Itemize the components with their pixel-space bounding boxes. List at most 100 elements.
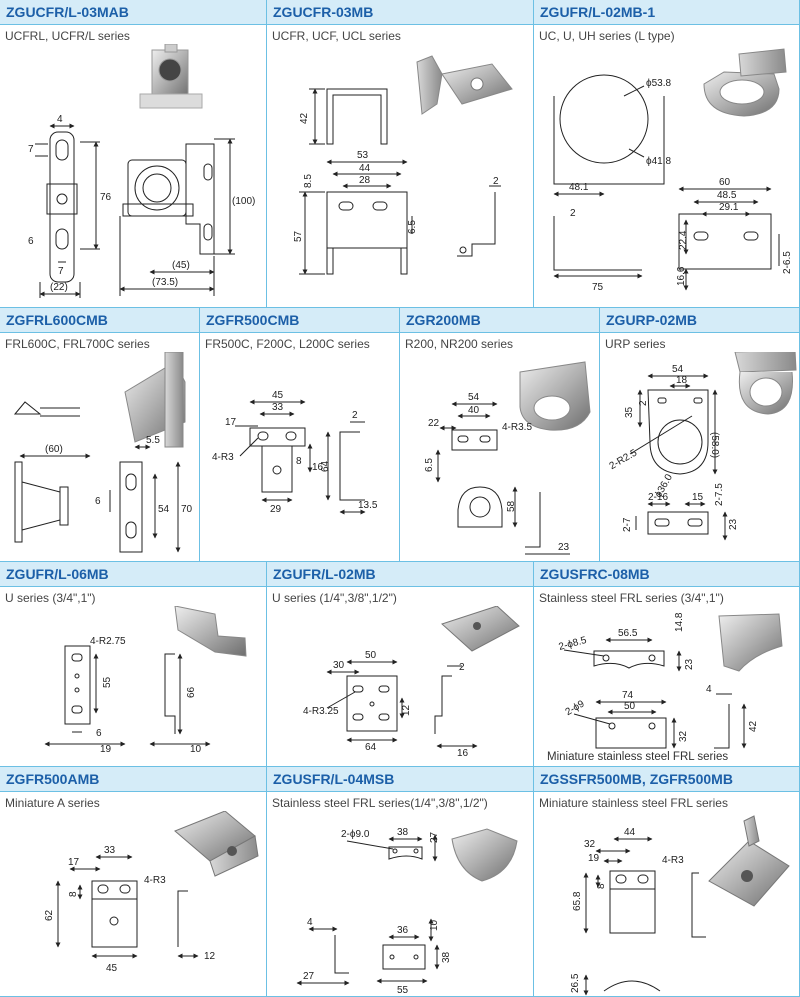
product-title: ZGFRL600CMB <box>0 308 199 333</box>
product-title: ZGUFR/L-06MB <box>0 562 266 587</box>
dim-label: 74 <box>622 690 634 701</box>
dim-label: 17 <box>225 417 237 428</box>
product-series: Miniature A series <box>5 796 100 810</box>
product-title: ZGUCFR-03MB <box>267 0 533 25</box>
product-cell-zgssfr500mb: ZGSSFR500MB, ZGFR500MB Miniature stainle… <box>534 767 800 997</box>
front-view <box>55 854 138 959</box>
product-photo <box>124 352 186 448</box>
dim-label: 42 <box>748 720 759 732</box>
dim-label: ϕ41.8 <box>646 156 672 167</box>
side-profile <box>691 872 706 938</box>
dim-label: 6 <box>95 496 101 507</box>
dim-label: 64 <box>365 742 377 753</box>
dim-label: 4 <box>57 114 63 125</box>
dim-label: 16 <box>312 462 324 473</box>
dim-label: 13.5 <box>358 500 378 511</box>
dim-label: 10 <box>190 744 202 755</box>
dim-label: 4-R3 <box>662 855 684 866</box>
bracket-drawing: 45 33 17 4-R3 8 16 64 2 29 13.5 <box>200 352 399 561</box>
dim-label: 54 <box>158 504 170 515</box>
product-title: ZGUSFR/L-04MSB <box>267 767 533 792</box>
dim-label: 55 <box>102 676 113 688</box>
dim-label: 2-16 <box>648 492 668 503</box>
product-cell-zgufr-l-02mb: ZGUFR/L-02MB U series (1/4",3/8",1/2") <box>267 562 534 767</box>
product-cell-zgufr-l-02mb-1: ZGUFR/L-02MB-1 UC, U, UH series (L type) <box>534 0 800 308</box>
product-cell-zgusfrc-08mb: ZGUSFRC-08MB Stainless steel FRL series … <box>534 562 800 767</box>
dim-label: 45 <box>106 963 118 974</box>
product-photo <box>416 55 513 115</box>
product-series: FR500C, F200C, L200C series <box>205 337 370 351</box>
product-title: ZGUFR/L-02MB <box>267 562 533 587</box>
dim-label: (73.5) <box>152 277 178 288</box>
dim-label: 64 <box>320 460 331 472</box>
front-view <box>44 645 126 747</box>
dim-label: 60 <box>719 177 731 188</box>
dim-label: 22.4 <box>678 230 689 250</box>
front-view <box>573 699 677 749</box>
dim-label: 29.1 <box>719 202 739 213</box>
product-title: ZGFR500CMB <box>200 308 399 333</box>
dim-label: (60) <box>45 444 63 455</box>
dim-label: 36 <box>397 925 409 936</box>
front-view <box>678 186 780 291</box>
dim-label: 29 <box>270 504 282 515</box>
product-photo <box>174 606 247 657</box>
dim-label: 2-ϕ8.5 <box>558 635 589 653</box>
footnote: Miniature stainless steel FRL series <box>547 751 729 763</box>
dim-label: 70 <box>181 504 193 515</box>
dim-label: 53 <box>357 150 369 161</box>
dim-label: 33 <box>272 402 284 413</box>
bracket-drawing: 33 17 4-R3 62 8 45 12 <box>0 811 266 996</box>
product-title: ZGURP-02MB <box>600 308 799 333</box>
dim-label: 27 <box>429 831 440 843</box>
bracket-drawing: 42 53 44 28 8.5 57 6.5 2 <box>267 44 533 306</box>
product-cell-zgfrl600cmb: ZGFRL600CMB FRL600C, FRL700C series <box>0 308 200 562</box>
dim-label: 33 <box>104 845 116 856</box>
dim-label: 27 <box>303 971 315 982</box>
dim-label: 4-R3.25 <box>303 706 339 717</box>
dim-label: 2-R2.5 <box>608 447 640 472</box>
dim-label: 32 <box>678 730 689 742</box>
dim-label: 4-R3 <box>212 452 234 463</box>
dim-label: 48.5 <box>717 190 737 201</box>
dim-label: 8 <box>68 891 79 897</box>
product-cell-zgr200mb: ZGR200MB R200, NR200 series <box>400 308 600 562</box>
dim-label: 10 <box>429 919 440 931</box>
product-series: FRL600C, FRL700C series <box>5 337 150 351</box>
dim-label: 6.5 <box>424 458 435 472</box>
dim-label: 2 <box>638 400 649 406</box>
dim-label: 6 <box>96 728 102 739</box>
dim-label: 22 <box>428 418 440 429</box>
dim-label: 17 <box>68 857 80 868</box>
dim-label: 2 <box>493 176 499 187</box>
product-series: UCFRL, UCFR/L series <box>5 29 130 43</box>
bracket-drawing: 2-ϕ9.0 38 27 4 36 10 38 27 55 <box>267 811 533 996</box>
product-series: U series (1/4",3/8",1/2") <box>272 591 397 605</box>
dim-label: 12 <box>204 951 216 962</box>
dim-label: 50 <box>624 701 636 712</box>
dim-label: 4-R3 <box>144 875 166 886</box>
dim-label: 2 <box>459 662 465 673</box>
product-series: R200, NR200 series <box>405 337 514 351</box>
bracket-drawing: 54 18 35 2 (58.0) 2-R2.5 ϕ36.0 2-16 15 2… <box>600 352 799 561</box>
dim-label: 4-R3.5 <box>502 422 532 433</box>
dim-label: 2 <box>352 410 358 421</box>
product-photo <box>734 352 797 415</box>
dim-label: 42 <box>299 112 310 124</box>
front-view <box>109 444 181 553</box>
dim-label: (100) <box>232 196 255 207</box>
front-view <box>583 836 656 934</box>
dim-label: 15 <box>692 492 704 503</box>
dim-label: 40 <box>468 405 480 416</box>
dim-label: 2-ϕ9.0 <box>341 829 370 840</box>
front-view <box>629 373 718 475</box>
dim-label: 19 <box>100 744 112 755</box>
wire-clip <box>13 401 80 417</box>
product-cell-zgfr500amb: ZGFR500AMB Miniature A series <box>0 767 267 997</box>
front-view <box>299 159 413 275</box>
bracket-drawing: 4 7 76 6 7 (22) (100) (45) (73.5) <box>0 44 266 306</box>
dim-label: (22) <box>50 282 68 293</box>
bracket-drawing: 54 40 22 4-R3.5 6.5 58 23 <box>400 352 599 561</box>
dim-label: 12 <box>401 704 412 716</box>
bottom-view <box>583 974 661 996</box>
